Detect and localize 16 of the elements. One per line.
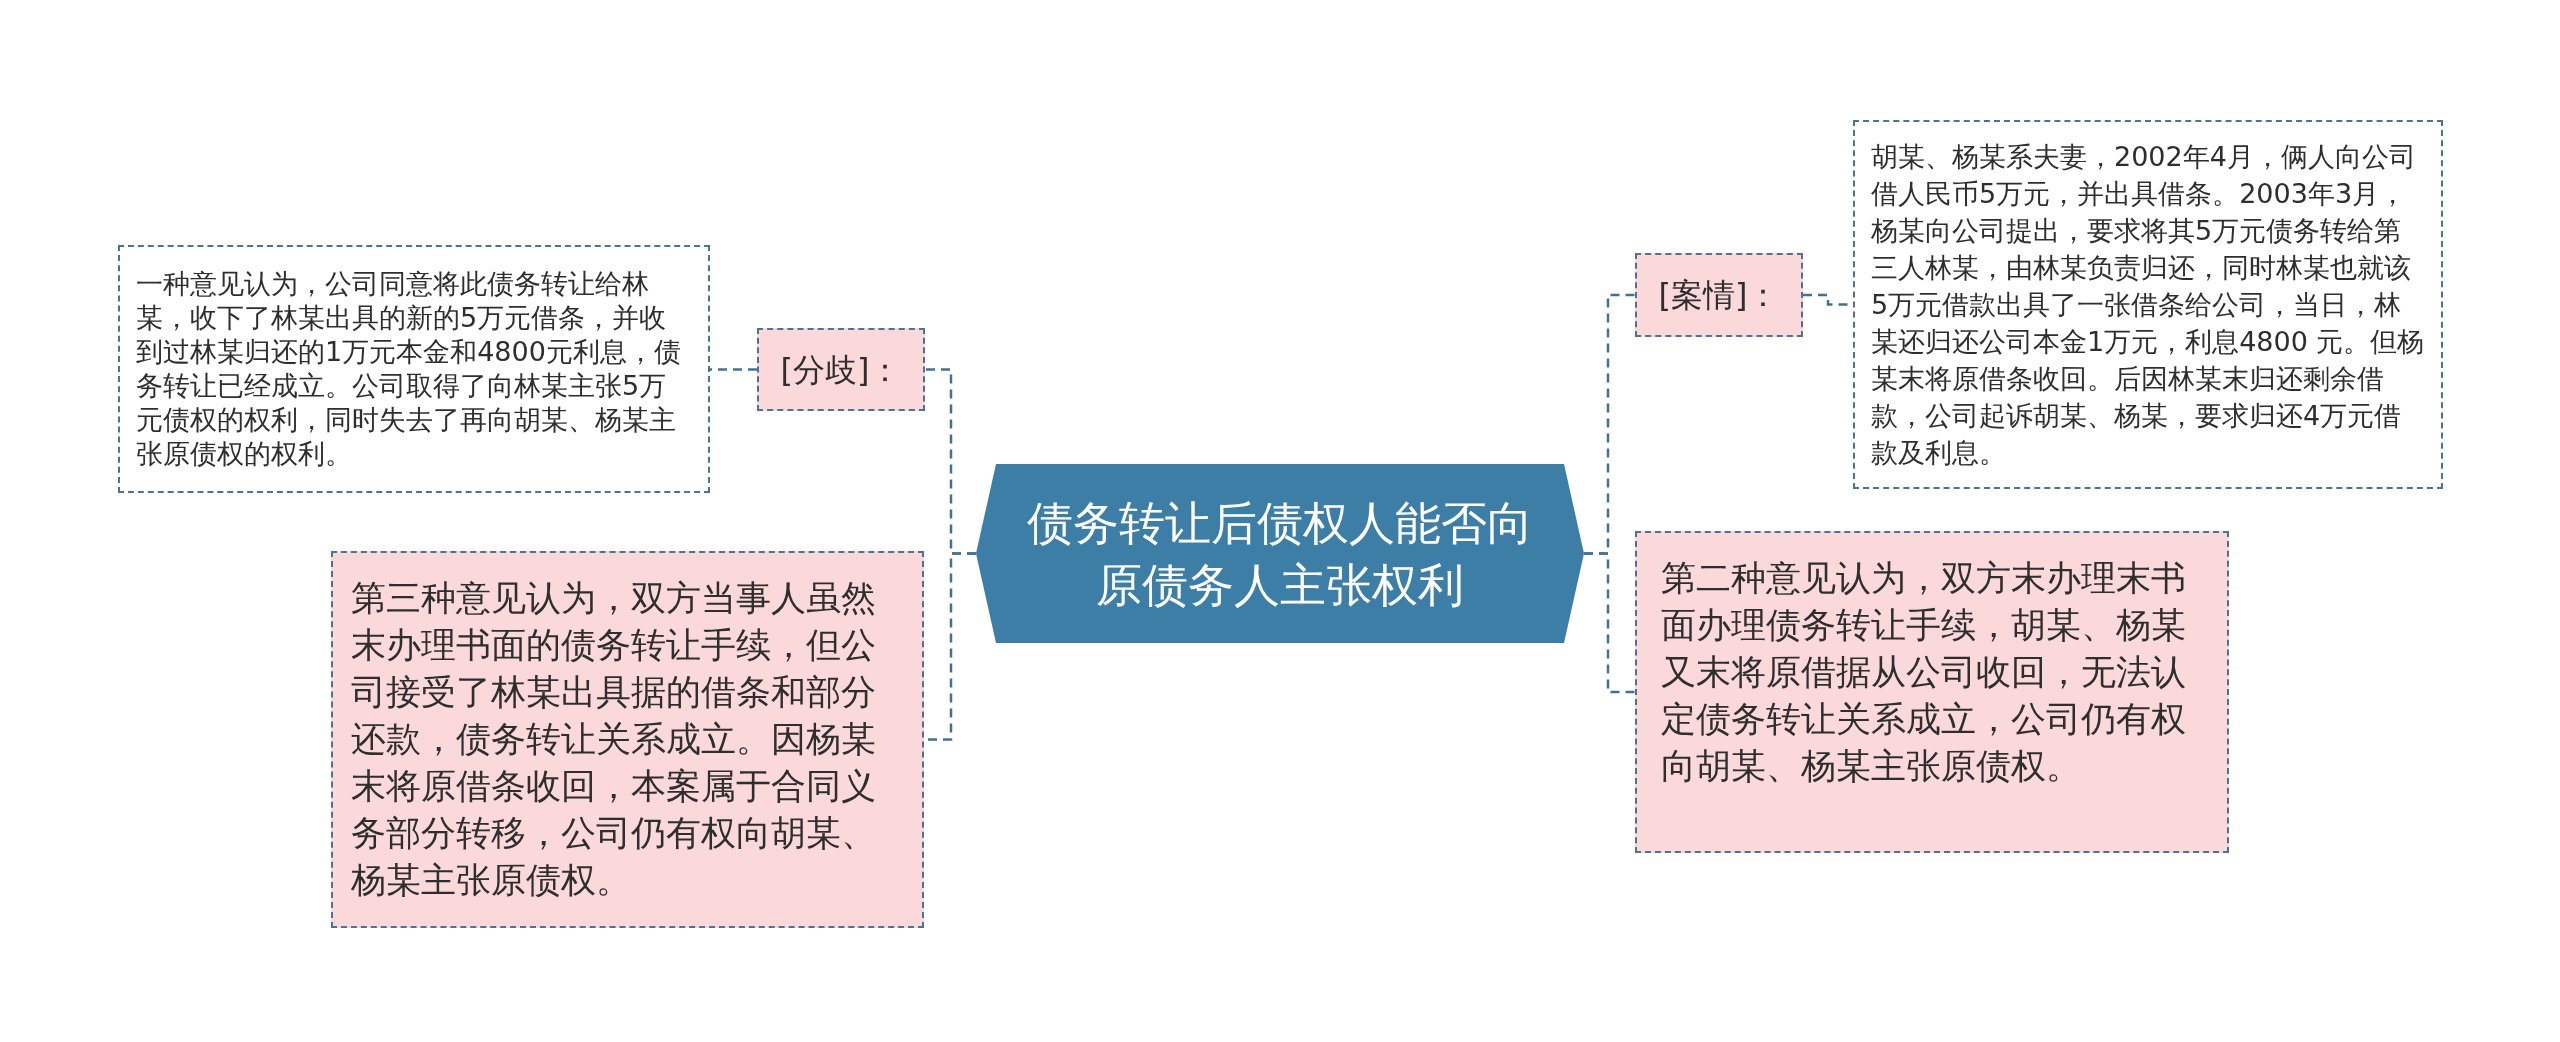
- opinion-box: [1635, 531, 2229, 853]
- branch-label: [案情]：: [1658, 275, 1780, 315]
- opinion-text: 第二种意见认为，双方末办理末书面办理债务转让手续，胡某、杨某又末将原借据从公司收回，无法认定债务转让关系成立，公司仍有权向胡某、杨某主张原债权。: [1661, 557, 2187, 788]
- connector-line: [1584, 552, 1635, 694]
- opinion-text: 第三种意见认为，双方当事人虽然末办理书面的债务转让手续，但公司接受了林某出具据的借条和部分还款，债务转让关系成立。因杨某末将原借条收回，本案属于合同义务部分转移，公司仍有权向胡某、杨某主张原债权。: [351, 577, 877, 902]
- branch-box: [1635, 253, 1803, 337]
- topic-hexagon: [976, 464, 1584, 643]
- note-box: [1853, 120, 2443, 489]
- note-text: 胡某、杨某系夫妻，2002年4月，俩人向公司借人民币5万元，并出具借条。2003年3月，杨某向公司提出，要求将其5万元债务转给第三人林某，由林某负责归还，同时林某也就该5万元借款出具了一张借条给公司，当日，林某还归还公司本金1万元，利息4800 元。但杨某末将原借条收回。后因林某末归还剩余借款，公司起诉胡某、杨某，要求归还4万元借款及利息。: [1871, 140, 2425, 470]
- branch-box: [757, 328, 925, 411]
- topic-text: 债务转让后债权人能否向原债务人主张权利: [1026, 494, 1534, 614]
- note-text: 一种意见认为，公司同意将此债务转让给林某，收下了林某出具的新的5万元借条，并收到过林某归还的1万元本金和4800元利息，债务转让已经成立。公司取得了向林某主张5万元债权的权利，同时失去了再向胡某、杨某主张原债权的权利。: [136, 267, 682, 471]
- branch-label: [分歧]：: [780, 349, 902, 390]
- opinion-box: [331, 551, 924, 928]
- connector-line: [710, 368, 757, 371]
- note-box: [118, 245, 710, 493]
